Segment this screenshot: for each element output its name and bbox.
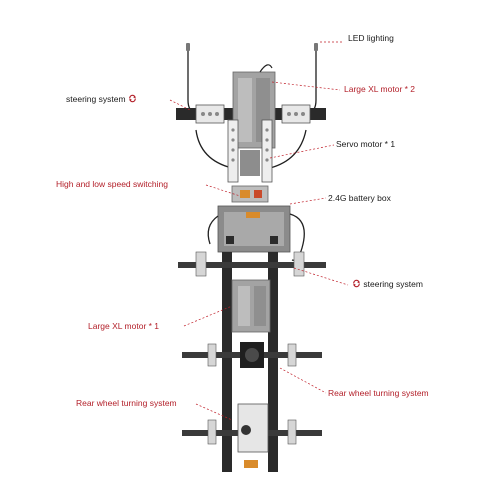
leader-lines bbox=[169, 41, 349, 421]
steering-system-mid-text: steering system bbox=[363, 279, 423, 289]
sync-arrows-icon bbox=[129, 94, 136, 103]
label-rear-wheel-left: Rear wheel turning system bbox=[76, 398, 177, 408]
led-tips bbox=[186, 43, 318, 51]
rear-axle-2 bbox=[182, 403, 322, 468]
battery-box bbox=[207, 205, 305, 261]
label-large-xl-motor-2: Large XL motor * 2 bbox=[344, 84, 416, 94]
rear-axle-1 bbox=[182, 342, 322, 368]
label-battery-box: 2.4G battery box bbox=[328, 193, 391, 203]
label-steering-system-mid: steering system bbox=[352, 279, 423, 290]
label-rear-wheel-right: Rear wheel turning system bbox=[328, 388, 429, 398]
label-large-xl-motor-1: Large XL motor * 1 bbox=[88, 321, 160, 331]
label-servo-motor: Servo motor * 1 bbox=[336, 139, 396, 149]
label-high-low-speed: High and low speed switching bbox=[56, 179, 168, 189]
chassis-rails bbox=[222, 252, 278, 472]
sync-arrows-icon bbox=[353, 279, 360, 288]
front-axle bbox=[178, 251, 326, 277]
steering-system-top-text: steering system bbox=[66, 94, 126, 104]
label-led-lighting: LED lighting bbox=[348, 33, 394, 43]
label-steering-system-top: steering system bbox=[66, 94, 137, 105]
speed-switch-unit bbox=[231, 185, 269, 203]
servo-assembly bbox=[227, 119, 273, 183]
lower-motor bbox=[231, 279, 271, 333]
